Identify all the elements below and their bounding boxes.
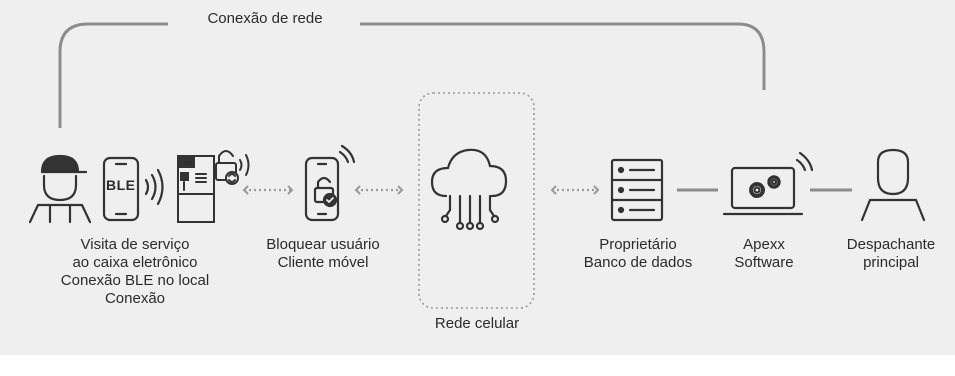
software-label-line: Software [734,254,794,271]
dispatcher-label-line: principal [863,254,919,271]
dispatcher-label-line: Despachante [846,236,936,253]
dispatcher-label: Despachante principal [830,236,952,272]
atm-icon [177,150,250,223]
technician-label-line: Conexão BLE no local [60,272,210,289]
dotted-connector-arrows [242,185,294,195]
dotted-connector-arrows [354,185,404,195]
cellular-network-box [418,92,535,309]
network-connection-label: Conexão de rede [207,10,323,27]
technician-label-line: Visita de serviço [80,236,190,253]
mobile-label-line: Bloquear usuário [266,236,380,253]
technician-icon [28,154,92,224]
cellular-network-label: Rede celular [416,315,538,333]
atm-label: ATM [182,161,193,167]
network-connection-line [58,22,766,128]
laptop-gears-icon [722,151,814,216]
database-label: Proprietário Banco de dados [570,236,706,272]
software-label-line: Apexx [743,236,785,253]
database-label-line: Banco de dados [583,254,693,271]
mobile-label: Bloquear usuário Cliente móvel [248,236,398,272]
server-icon [610,158,664,222]
technician-label: Visita de serviço ao caixa eletrônico Co… [20,236,250,308]
software-label: Apexx Software [718,236,810,272]
cellular-network-label-text: Rede celular [434,315,520,332]
cloud-circuit-icon [430,148,508,231]
ble-label: BLE [106,177,136,193]
database-label-line: Proprietário [599,236,677,253]
technician-label-line: Conexão [104,290,166,307]
background-panel [0,0,955,355]
phone-ble-icon [102,156,164,222]
user-icon [860,148,926,222]
dotted-connector-arrows [550,185,600,195]
technician-label-line: ao caixa eletrônico [72,254,198,271]
mobile-lock-icon [304,144,356,222]
mobile-label-line: Cliente móvel [277,254,369,271]
